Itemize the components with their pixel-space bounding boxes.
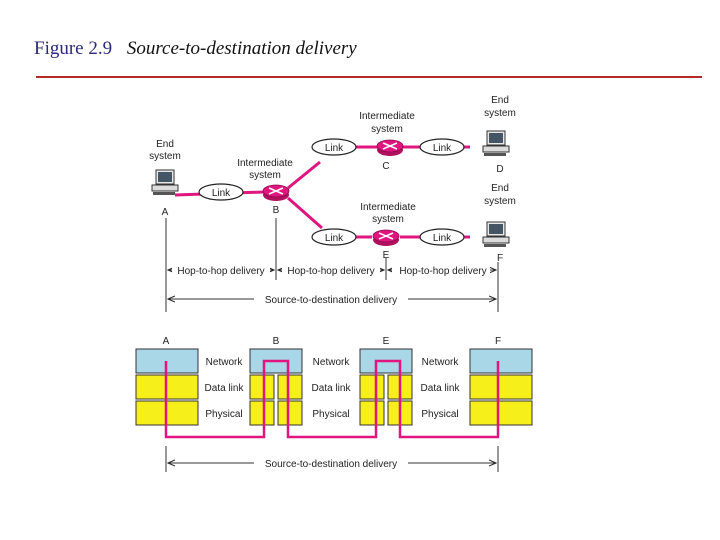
node-a-id: A xyxy=(162,207,169,218)
svg-text:system: system xyxy=(249,170,281,181)
node-b: Intermediate system B xyxy=(237,158,293,216)
svg-text:Intermediate: Intermediate xyxy=(359,111,415,122)
node-c-id: C xyxy=(382,161,389,172)
layer-label-datalink-2: Data link xyxy=(312,383,352,394)
svg-text:system: system xyxy=(372,214,404,225)
hop-label-2: Hop-to-hop delivery xyxy=(287,266,374,277)
layer-physical-row: Physical Physical Physical xyxy=(135,400,533,426)
bottom-guides xyxy=(165,446,499,472)
computer-icon xyxy=(482,130,510,157)
hop-labels: Hop-to-hop delivery Hop-to-hop delivery … xyxy=(172,263,490,277)
layer-label-network-3: Network xyxy=(422,357,460,368)
svg-text:system: system xyxy=(149,151,181,162)
hop-label-1: Hop-to-hop delivery xyxy=(177,266,264,277)
node-d: End system D xyxy=(482,95,516,175)
stack-e-id: E xyxy=(383,336,390,347)
node-b-id: B xyxy=(273,205,280,216)
bottom-delivery-label: Source-to-destination delivery xyxy=(265,459,397,470)
layer-label-physical-3: Physical xyxy=(421,409,458,420)
stack-a-id: A xyxy=(163,336,170,347)
link-label: Link xyxy=(433,233,452,244)
router-icon xyxy=(372,229,400,247)
svg-text:End: End xyxy=(491,183,509,194)
stack-b-id: B xyxy=(273,336,280,347)
link-oval-e-f: Link xyxy=(419,228,465,246)
layer-label-physical-2: Physical xyxy=(312,409,349,420)
layer-label-datalink-1: Data link xyxy=(205,383,245,394)
link-oval-a-b: Link xyxy=(198,183,244,201)
layer-label-datalink-3: Data link xyxy=(421,383,461,394)
node-f: End system F xyxy=(482,183,516,264)
svg-text:system: system xyxy=(484,108,516,119)
computer-icon xyxy=(151,169,179,196)
bottom-node-ids: A B E F xyxy=(163,336,501,347)
link-label: Link xyxy=(325,143,344,154)
router-icon xyxy=(262,184,290,202)
link-oval-b-e: Link xyxy=(311,228,357,246)
node-a-label: End xyxy=(156,139,174,150)
layer-label-network-1: Network xyxy=(206,357,244,368)
top-guides xyxy=(165,218,499,312)
link-label: Link xyxy=(325,233,344,244)
layer-network-row: Network Network Network xyxy=(135,348,533,374)
link-label: Link xyxy=(433,143,452,154)
svg-text:system: system xyxy=(371,124,403,135)
node-f-id: F xyxy=(497,253,503,264)
stack-f-id: F xyxy=(495,336,501,347)
top-delivery-label: Source-to-destination delivery xyxy=(265,295,397,306)
svg-text:Intermediate: Intermediate xyxy=(237,158,293,169)
node-d-id: D xyxy=(496,164,503,175)
svg-text:End: End xyxy=(491,95,509,106)
figure-caption: Source-to-destination delivery xyxy=(126,38,357,59)
slide-title: Figure 2.9 Source-to-destination deliver… xyxy=(34,38,357,60)
figure-number: Figure 2.9 xyxy=(34,38,113,59)
top-delivery-arrow: Source-to-destination delivery xyxy=(168,292,496,306)
title-underline xyxy=(36,76,702,78)
link-label: Link xyxy=(212,188,231,199)
svg-text:Intermediate: Intermediate xyxy=(360,202,416,213)
layer-label-physical-1: Physical xyxy=(205,409,242,420)
node-a: End system A xyxy=(149,139,181,218)
hop-label-3: Hop-to-hop delivery xyxy=(399,266,486,277)
node-e: Intermediate system E xyxy=(360,202,416,261)
layer-datalink-row: Data link Data link Data link xyxy=(135,374,533,400)
link-oval-c-d: Link xyxy=(419,138,465,156)
computer-icon xyxy=(482,221,510,248)
svg-text:system: system xyxy=(484,196,516,207)
bottom-delivery-path xyxy=(164,359,500,439)
bottom-delivery-arrow: Source-to-destination delivery xyxy=(168,456,496,470)
node-e-id: E xyxy=(383,250,390,261)
link-oval-b-c: Link xyxy=(311,138,357,156)
node-c: Intermediate system C xyxy=(359,111,415,172)
layer-label-network-2: Network xyxy=(313,357,351,368)
router-icon xyxy=(376,139,404,157)
